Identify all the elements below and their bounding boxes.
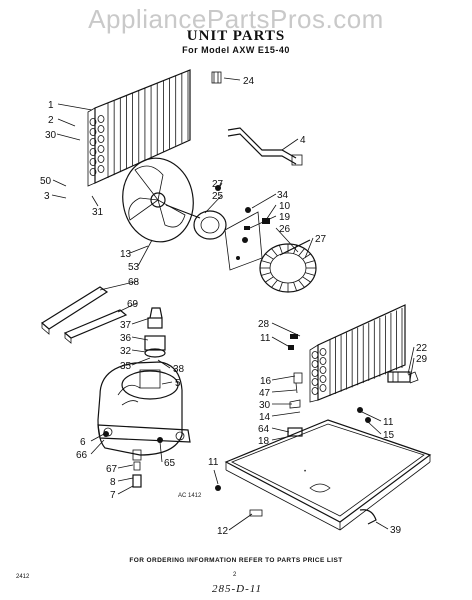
callout-12: 12 [217, 526, 229, 537]
callout-53: 53 [128, 262, 140, 273]
callout-4: 4 [300, 135, 306, 146]
callout-47: 47 [259, 388, 271, 399]
blower-wheel [259, 239, 317, 293]
screws-and-clips [211, 71, 270, 230]
callout-25: 25 [212, 191, 224, 202]
page-number: 2 [233, 572, 237, 578]
callout-37: 37 [120, 320, 132, 331]
page-title: UNIT PARTS [186, 28, 286, 44]
callout-64: 64 [258, 424, 270, 435]
callout-65: 65 [164, 458, 176, 469]
right-small-parts [287, 334, 419, 437]
callout-22: 22 [416, 343, 428, 354]
callout-19: 19 [279, 212, 291, 223]
callout-6: 6 [80, 437, 86, 448]
leader-lines [51, 77, 415, 531]
callout-27b: 27 [315, 234, 327, 245]
evaporator-coil [87, 69, 191, 187]
mounting-hardware [103, 431, 163, 488]
callout-67: 67 [106, 464, 118, 475]
fan-motor [165, 204, 263, 271]
insulation-strips [40, 286, 128, 344]
compressor [97, 361, 191, 456]
callout-26: 26 [279, 224, 291, 235]
callout-1: 1 [48, 100, 54, 111]
watermark: AppliancePartsPros.com [88, 4, 384, 34]
drain-tube [227, 127, 303, 166]
callout-29: 29 [416, 354, 428, 365]
callout-13: 13 [120, 249, 132, 260]
callout-7: 7 [110, 490, 116, 501]
base-pan [215, 419, 432, 531]
callout-66: 66 [76, 450, 88, 461]
bottom-code: 2412 [16, 574, 30, 580]
callout-11a: 11 [260, 333, 271, 344]
callout-39: 39 [390, 525, 402, 536]
callout-27a: 27 [212, 179, 224, 190]
callout-14: 14 [259, 412, 271, 423]
callout-24: 24 [243, 76, 255, 87]
callout-numbers: 1 2 30 50 3 31 24 4 27 25 34 10 19 26 13… [40, 76, 428, 537]
callout-31: 31 [92, 207, 104, 218]
callout-30b: 30 [259, 400, 271, 411]
callout-50: 50 [40, 176, 52, 187]
fan-blade [122, 157, 194, 243]
callout-32: 32 [120, 346, 132, 357]
callout-38: 38 [173, 364, 185, 375]
callout-11b: 11 [383, 417, 394, 428]
callout-36: 36 [120, 333, 132, 344]
overload-protector [144, 307, 166, 358]
callout-69: 69 [127, 299, 139, 310]
callout-3: 3 [44, 191, 50, 202]
ac-label: AC 1412 [178, 493, 202, 499]
callout-8: 8 [110, 477, 116, 488]
callout-18: 18 [258, 436, 270, 447]
callout-15: 15 [383, 430, 395, 441]
callout-28: 28 [258, 319, 270, 330]
model-line: For Model AXW E15-40 [182, 45, 290, 55]
callout-2: 2 [48, 115, 54, 126]
callout-34: 34 [277, 190, 289, 201]
callout-16: 16 [260, 376, 272, 387]
callout-30: 30 [45, 130, 57, 141]
condenser-coil [309, 304, 406, 403]
base-pan-mark: • [304, 469, 306, 475]
handwritten-code: 285-D-11 [212, 583, 262, 595]
callout-11c: 11 [208, 457, 219, 468]
callout-5: 5 [175, 378, 181, 389]
ordering-footer: FOR ORDERING INFORMATION REFER TO PARTS … [129, 557, 343, 564]
callout-35: 35 [120, 361, 132, 372]
callout-10: 10 [279, 201, 291, 212]
callout-68: 68 [128, 277, 140, 288]
